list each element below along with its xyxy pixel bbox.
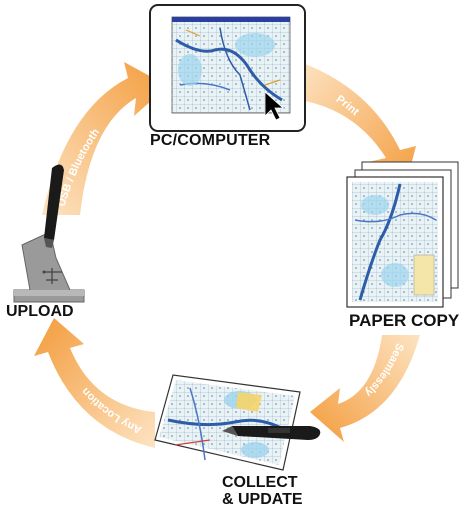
collect-update-label: COLLECT & UPDATE [222,474,303,509]
usb-cradle-icon [13,231,85,303]
paper-copy-stack [346,161,459,308]
upload-label: UPLOAD [6,303,74,320]
mouse-cursor-icon [264,91,285,121]
digital-pen-upright-icon [44,164,64,248]
collect-label-line2: & UPDATE [222,490,303,508]
arrow-seamlessly: Seamlessly [310,335,420,442]
field-map-sheet [154,374,301,471]
collect-label-line1: COLLECT [222,474,298,491]
computer-monitor [149,4,306,132]
digital-pen-icon [222,426,321,440]
paper-copy-label: PAPER COPY [349,311,459,330]
pc-computer-label: PC/COMPUTER [150,132,271,149]
arrow-any-location: Any Location [34,318,155,448]
